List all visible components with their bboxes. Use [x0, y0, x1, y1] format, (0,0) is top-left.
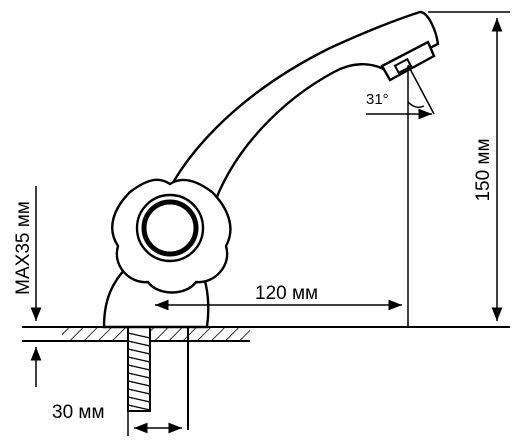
- threaded-stud: [127, 326, 151, 412]
- faucet-spout: [158, 10, 440, 212]
- pipe-dimension: [127, 411, 182, 436]
- faucet-handle: [111, 178, 232, 294]
- height-label: 150 мм: [473, 138, 494, 201]
- pipe-label: 30 мм: [52, 402, 105, 423]
- angle-label: 31°: [366, 91, 389, 108]
- spray-angle-dimension: [366, 64, 435, 327]
- thickness-label: MAX35 мм: [13, 201, 34, 295]
- height-dimension: [428, 11, 510, 321]
- reach-label: 120 мм: [255, 283, 318, 304]
- countertop: [22, 326, 510, 342]
